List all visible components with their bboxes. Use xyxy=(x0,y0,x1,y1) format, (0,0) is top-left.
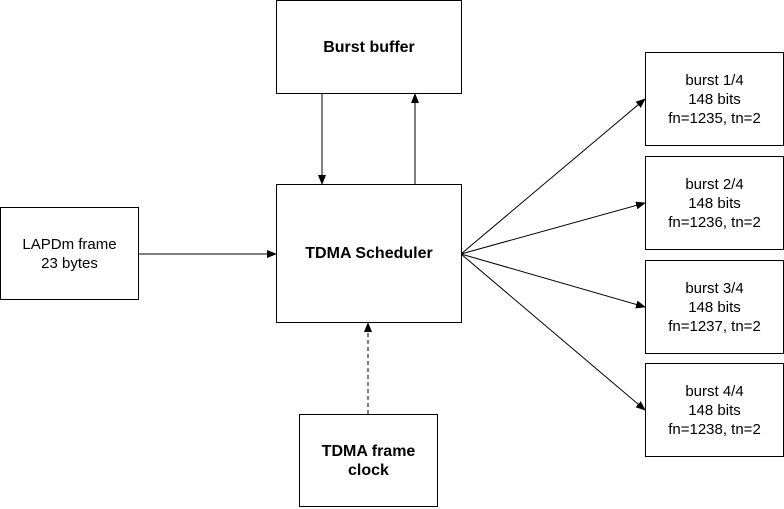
burst-3-size: 148 bits xyxy=(688,298,741,316)
burst-2-node: burst 2/4 148 bits fn=1236, tn=2 xyxy=(645,156,784,250)
burst-1-index: burst 1/4 xyxy=(685,71,744,89)
burst-4-timing: fn=1238, tn=2 xyxy=(668,420,761,438)
edge-scheduler-to-burst-3 xyxy=(460,253,646,309)
lapdm-frame-node: LAPDm frame 23 bytes xyxy=(0,207,139,300)
edge-scheduler-to-burst-1 xyxy=(460,98,646,255)
edge-scheduler-to-burst-4 xyxy=(460,253,646,411)
burst-3-node: burst 3/4 148 bits fn=1237, tn=2 xyxy=(645,260,784,354)
tdma-frame-clock-node: TDMA frame clock xyxy=(299,414,438,507)
tdma-frame-clock-label-line-2: clock xyxy=(348,461,389,479)
lapdm-frame-size: 23 bytes xyxy=(41,254,98,272)
tdma-frame-clock-label-line-1: TDMA frame xyxy=(321,442,416,460)
burst-4-node: burst 4/4 148 bits fn=1238, tn=2 xyxy=(645,363,784,457)
burst-buffer-label: Burst buffer xyxy=(323,38,415,56)
burst-1-node: burst 1/4 148 bits fn=1235, tn=2 xyxy=(645,52,784,146)
burst-1-size: 148 bits xyxy=(688,90,741,108)
burst-3-timing: fn=1237, tn=2 xyxy=(668,317,761,335)
tdma-scheduler-label: TDMA Scheduler xyxy=(305,245,433,262)
burst-2-size: 148 bits xyxy=(688,194,741,212)
burst-buffer-node: Burst buffer xyxy=(276,0,462,94)
burst-4-index: burst 4/4 xyxy=(685,382,744,400)
burst-2-timing: fn=1236, tn=2 xyxy=(668,213,761,231)
burst-3-index: burst 3/4 xyxy=(685,279,744,297)
edge-scheduler-to-burst-2 xyxy=(460,201,646,255)
burst-1-timing: fn=1235, tn=2 xyxy=(668,109,761,127)
tdma-scheduler-node: TDMA Scheduler xyxy=(276,184,462,323)
lapdm-frame-label: LAPDm frame xyxy=(22,235,117,253)
burst-2-index: burst 2/4 xyxy=(685,175,744,193)
burst-4-size: 148 bits xyxy=(688,401,741,419)
